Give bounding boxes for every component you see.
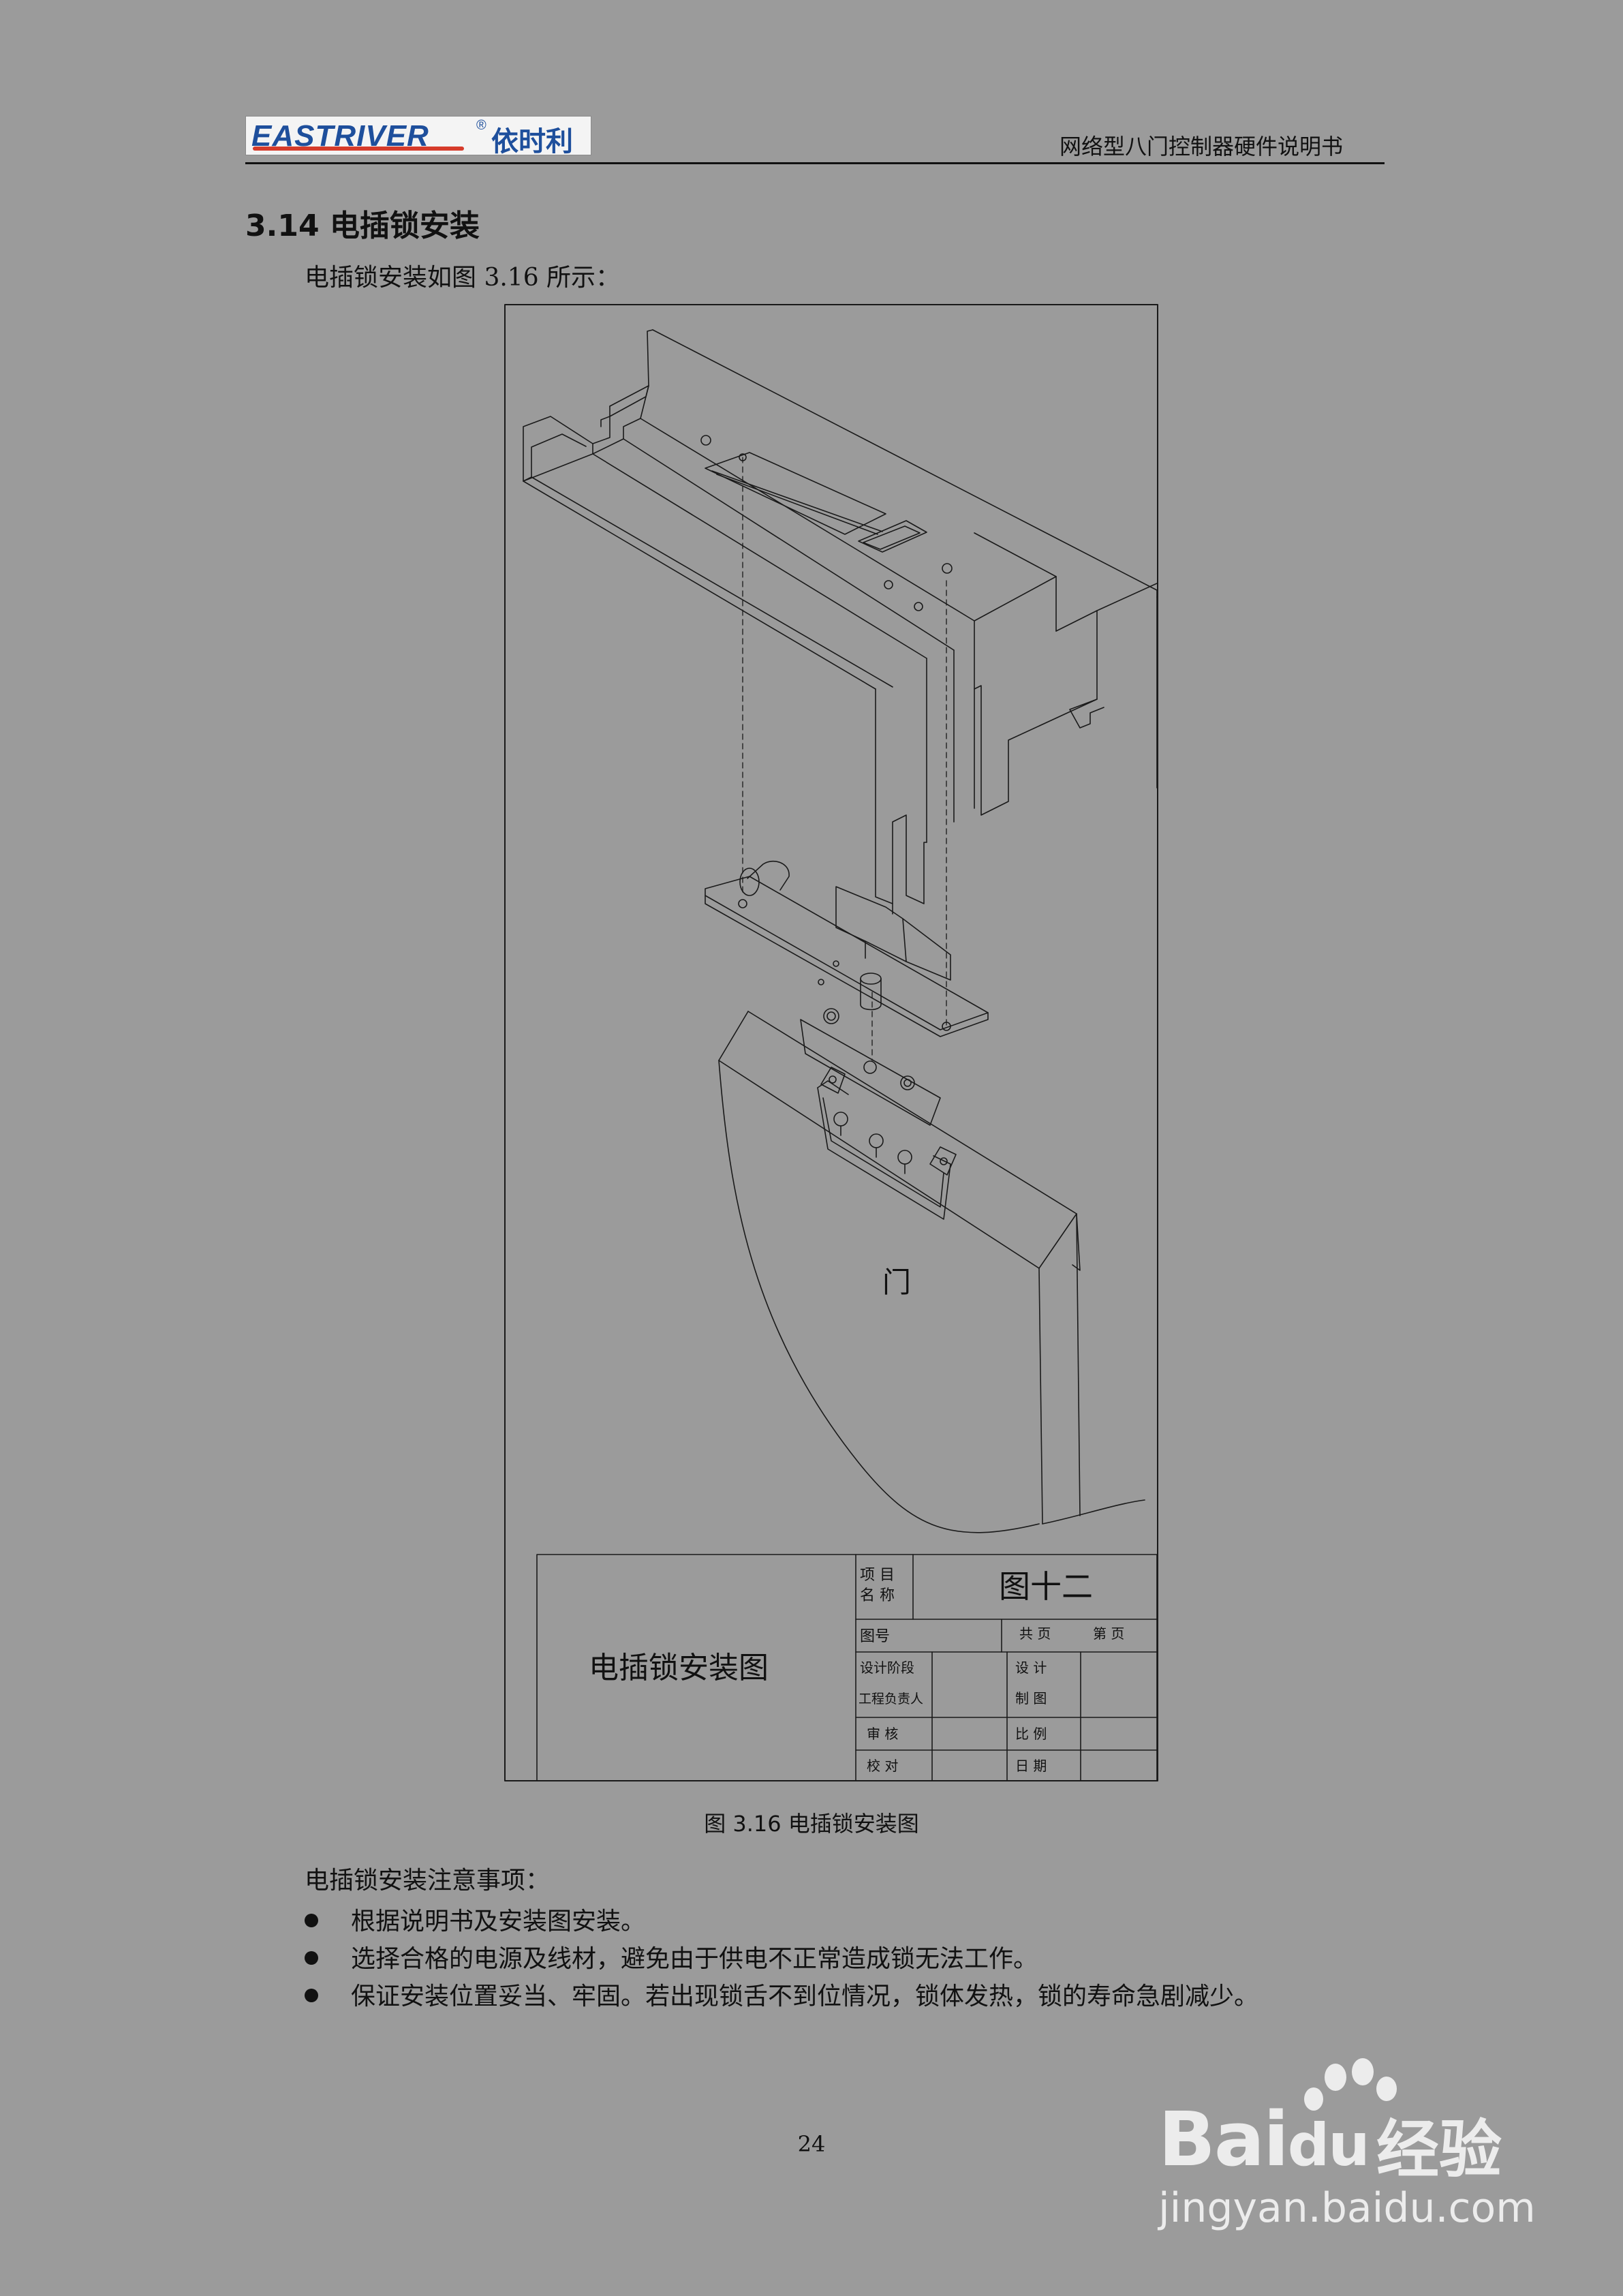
project-value: 图十二 xyxy=(999,1568,1093,1605)
door-label: 门 xyxy=(882,1266,911,1299)
logo-registered-mark: ® xyxy=(476,118,486,133)
document-title: 网络型八门控制器硬件说明书 xyxy=(1060,134,1344,159)
header-divider xyxy=(245,162,1385,164)
company-logo: EASTRIVER ® 依时利 xyxy=(245,116,591,157)
door-frame xyxy=(523,329,1158,915)
list-item-text: 根据说明书及安装图安装。 xyxy=(351,1908,646,1935)
drawing-name: 电插锁安装图 xyxy=(589,1651,769,1685)
date-label: 日 期 xyxy=(1015,1758,1047,1774)
list-item: 选择合格的电源及线材，避免由于供电不正常造成锁无法工作。 xyxy=(305,1939,1038,1974)
project-label-2: 名 称 xyxy=(860,1587,895,1604)
intro-paragraph: 电插锁安装如图 3.16 所示： xyxy=(305,264,621,292)
paw-icon xyxy=(1304,2058,1397,2111)
bullet-icon xyxy=(305,1914,318,1927)
design-label: 设 计 xyxy=(1015,1659,1047,1676)
watermark-brand: Baidu xyxy=(1158,2096,1370,2183)
lock-body xyxy=(705,860,989,1037)
list-item-text: 保证安装位置妥当、牢固。若出现锁舌不到位情况，锁体发热，锁的寿命急剧减少。 xyxy=(351,1983,1259,2010)
bullet-icon xyxy=(305,1989,318,2002)
logo-swoosh xyxy=(253,147,464,151)
installation-drawing: 门 电插锁安装图 项 目 名 称 图十二 图号 共 页 第 页 设计阶段 设 计… xyxy=(504,304,1158,1781)
figure-caption: 图 3.16 电插锁安装图 xyxy=(704,1811,919,1837)
watermark-url: jingyan.baidu.com xyxy=(1158,2184,1536,2232)
page-label: 第 页 xyxy=(1093,1625,1124,1642)
proofread-label: 校 对 xyxy=(867,1758,898,1774)
alignment-lines xyxy=(742,457,947,1061)
drawing-number-label: 图号 xyxy=(860,1628,890,1645)
review-label: 审 核 xyxy=(867,1726,898,1742)
title-block xyxy=(536,1554,1158,1781)
notes-heading: 电插锁安装注意事项： xyxy=(305,1867,551,1895)
design-stage-label: 设计阶段 xyxy=(860,1659,914,1676)
page-number: 24 xyxy=(797,2131,826,2157)
engineer-label: 工程负责人 xyxy=(859,1692,923,1706)
logo-chinese-name: 依时利 xyxy=(491,126,573,157)
bullet-icon xyxy=(305,1951,318,1965)
logo-text: EASTRIVER xyxy=(251,119,429,153)
drafting-label: 制 图 xyxy=(1015,1690,1047,1706)
door-leaf xyxy=(718,1008,1145,1533)
scale-label: 比 例 xyxy=(1015,1726,1047,1742)
list-item: 保证安装位置妥当、牢固。若出现锁舌不到位情况，锁体发热，锁的寿命急剧减少。 xyxy=(305,1976,1258,2012)
list-item-text: 选择合格的电源及线材，避免由于供电不正常造成锁无法工作。 xyxy=(351,1945,1038,1973)
list-item: 根据说明书及安装图安装。 xyxy=(305,1901,645,1937)
section-heading: 3.14 电插锁安装 xyxy=(245,209,480,243)
total-pages-label: 共 页 xyxy=(1019,1625,1051,1642)
watermark-product: 经验 xyxy=(1376,2113,1502,2186)
project-label-1: 项 目 xyxy=(860,1567,895,1584)
drawing-frame xyxy=(504,304,1158,1781)
